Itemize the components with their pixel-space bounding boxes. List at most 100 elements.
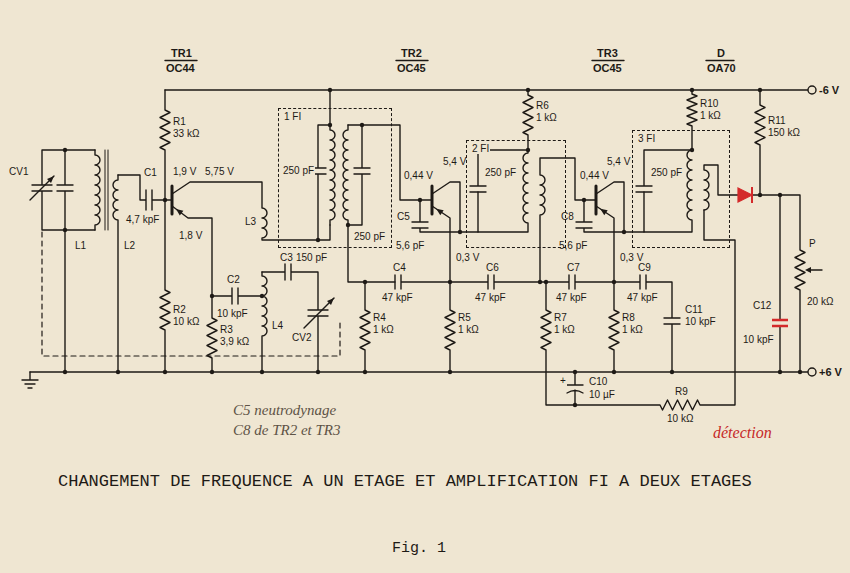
coil-symbol <box>330 90 335 225</box>
coil-symbol <box>172 182 330 240</box>
component-value: 250 pF <box>282 165 315 176</box>
component-value: 3,9 kΩ <box>219 336 250 347</box>
component-label: R6 <box>535 100 550 111</box>
transistor-base <box>431 186 434 214</box>
capacitor-symbol <box>412 200 460 232</box>
capacitor-symbol <box>567 372 583 405</box>
capacitor-symbol <box>310 125 330 240</box>
capacitor-symbol <box>576 200 624 232</box>
wire <box>779 195 780 372</box>
component-value: 250 pF <box>650 167 683 178</box>
ground-symbol <box>22 372 38 388</box>
component-value: 5,6 pF <box>395 240 425 251</box>
transistor-base <box>171 186 174 214</box>
transformer-label: 3 FI <box>637 133 656 144</box>
part-number: OA70 <box>706 62 737 74</box>
component-value: 47 kpF <box>626 292 659 303</box>
wiper-arrow <box>810 269 822 270</box>
wire <box>432 182 478 232</box>
voltage-label: 0,3 V <box>455 252 480 263</box>
component-value: 10 kpF <box>216 308 249 319</box>
supply-label: -6 V <box>818 84 840 96</box>
arrow-head <box>47 176 54 183</box>
component-value: 150 kΩ <box>767 127 801 138</box>
component-value: 33 kΩ <box>172 128 200 139</box>
component-label: L3 <box>244 216 257 227</box>
arrow-head <box>805 267 811 273</box>
voltage-label: 5,75 V <box>204 166 235 177</box>
component-label: C10 <box>588 376 608 387</box>
component-label: R2 <box>172 304 187 315</box>
part-number: OC44 <box>165 62 196 74</box>
resistor-symbol <box>360 282 370 372</box>
coil-core <box>105 150 108 230</box>
transistor-label: TR2 <box>400 47 423 59</box>
shield-box: 3 FI 250 pF <box>632 130 730 248</box>
coil-symbol <box>644 90 697 232</box>
capacitor-symbol <box>470 150 528 192</box>
shield-box: 1 FI250 pF250 pF <box>278 108 392 248</box>
component-value: 47 kpF <box>381 292 414 303</box>
component-label: R1 <box>172 116 187 127</box>
diagram-title: CHANGEMENT DE FREQUENCE A UN ETAGE ET AM… <box>58 472 752 492</box>
component-value: 150 pF <box>295 252 328 263</box>
transistor-label: TR1 <box>170 47 193 59</box>
component-label: C4 <box>392 262 407 273</box>
component-value: 10 µF <box>588 389 616 400</box>
figure-caption: Fig. 1 <box>392 540 446 558</box>
resistor-symbol <box>541 210 735 410</box>
resistor-symbol <box>172 206 217 372</box>
component-value: 10 kΩ <box>172 316 200 327</box>
component-label: R10 <box>699 98 719 109</box>
wire <box>596 182 644 232</box>
diode-label: D <box>716 47 726 59</box>
potentiometer-symbol <box>752 195 805 372</box>
transistor-label: TR3 <box>596 47 619 59</box>
emitter-arrow <box>436 209 444 215</box>
part-number: OC45 <box>396 62 427 74</box>
handwritten-note: C5 neutrodynage <box>232 402 337 419</box>
supply-rail <box>165 89 808 90</box>
component-label: R8 <box>621 312 636 323</box>
component-label: C8 <box>560 211 575 222</box>
component-label: C11 <box>684 304 704 315</box>
component-label: CV2 <box>291 332 312 343</box>
component-label: C1 <box>143 167 158 178</box>
gang-link <box>42 232 340 356</box>
shield-box: 2 FI250 pF <box>466 140 566 248</box>
junction-dot <box>63 88 802 407</box>
transformer-label: 1 FI <box>283 111 302 122</box>
capacitor-symbol <box>772 320 788 326</box>
component-value: 5,6 pF <box>558 240 588 251</box>
component-label: R3 <box>219 324 234 335</box>
component-label: L4 <box>271 320 284 331</box>
capacitor-symbol <box>395 275 680 372</box>
component-value: 47 kpF <box>474 292 507 303</box>
capacitor-symbol <box>32 150 95 230</box>
handwritten-note: détection <box>712 424 773 442</box>
component-value: 20 kΩ <box>806 296 834 307</box>
handwritten-note: C8 de TR2 et TR3 <box>232 422 342 439</box>
resistor-symbol <box>432 206 455 372</box>
polarity-mark: + <box>559 375 567 386</box>
emitter-arrow <box>176 209 183 216</box>
voltage-label: 0,44 V <box>579 170 610 181</box>
component-value: 1 kΩ <box>553 324 576 335</box>
component-label: C3 <box>279 252 294 263</box>
component-label: R9 <box>674 386 689 397</box>
component-value: 1 kΩ <box>535 112 558 123</box>
capacitor-symbol <box>212 288 262 304</box>
coil-symbol <box>262 272 267 372</box>
component-label: R4 <box>372 312 387 323</box>
resistor-symbol <box>755 90 765 195</box>
component-label: C6 <box>485 262 500 273</box>
arrow-head <box>327 298 334 305</box>
component-value: 10 kΩ <box>666 413 694 424</box>
part-number: OC45 <box>592 62 623 74</box>
capacitor-symbol <box>57 150 73 372</box>
emitter-arrow <box>600 209 608 215</box>
capacitor-symbol <box>636 150 692 192</box>
coil-symbol <box>478 90 533 232</box>
component-label: C2 <box>226 274 241 285</box>
